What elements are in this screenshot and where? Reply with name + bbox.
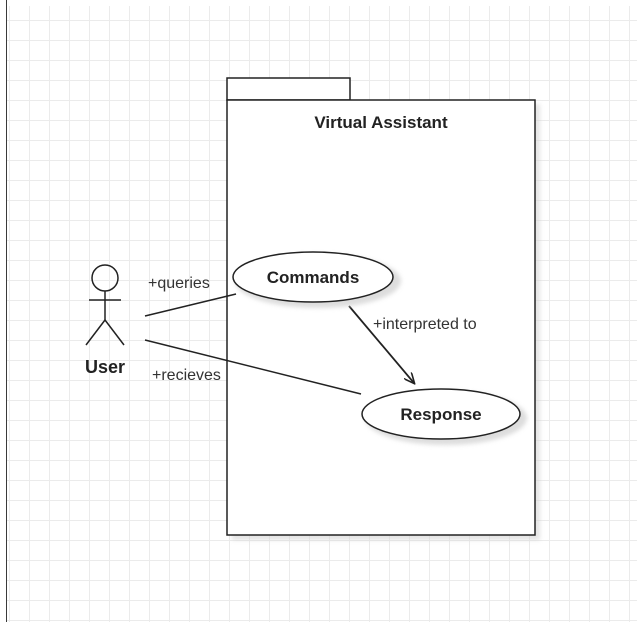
actor-right-leg	[104, 319, 125, 346]
commands-ellipse	[232, 251, 394, 303]
commands-label: Commands	[267, 268, 360, 287]
left-border	[0, 0, 7, 622]
package-tab	[226, 77, 351, 101]
use-case-response[interactable]: Response	[361, 388, 527, 445]
association-queries[interactable]	[144, 293, 237, 317]
package-body	[226, 99, 536, 536]
actor-left-leg	[85, 319, 106, 346]
top-margin	[0, 0, 637, 6]
actor-head	[91, 264, 119, 292]
label-queries: +queries	[148, 275, 210, 292]
response-label: Response	[400, 405, 481, 424]
actor-user[interactable]: User	[85, 264, 125, 377]
package-title: Virtual Assistant	[314, 113, 448, 132]
label-interpreted-to: +interpreted to	[373, 316, 477, 333]
actor-label: User	[85, 357, 125, 377]
association-recieves[interactable]	[144, 339, 362, 395]
dependency-interpreted-to[interactable]	[348, 305, 414, 383]
package-virtual-assistant[interactable]: Virtual Assistant	[226, 77, 540, 540]
response-ellipse	[361, 388, 521, 440]
label-recieves: +recieves	[152, 367, 221, 384]
use-case-commands[interactable]: Commands	[232, 251, 401, 308]
